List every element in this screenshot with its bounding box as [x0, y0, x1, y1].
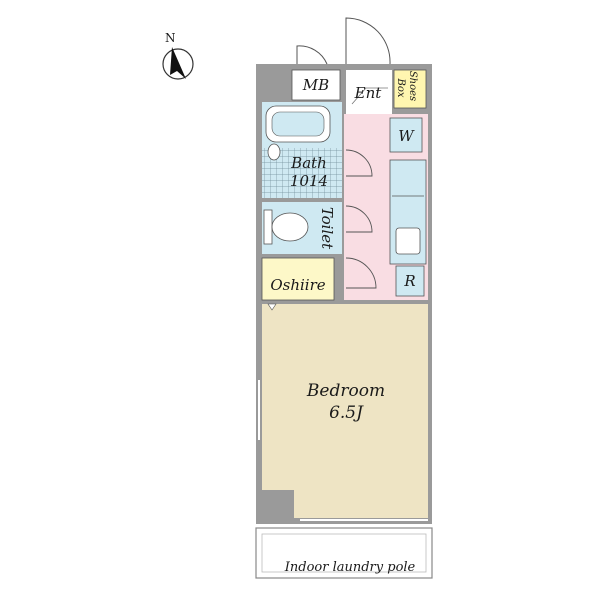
- step-line: [351, 87, 388, 105]
- washer-label: W: [398, 127, 415, 145]
- bedroom-pillar: [262, 490, 294, 518]
- bedroom-label-1: Bedroom: [306, 381, 385, 401]
- bedroom-label-2: 6.5J: [329, 403, 364, 423]
- shoes-label-2: Box: [395, 77, 406, 97]
- north-label: N: [165, 31, 176, 45]
- mb-label: MB: [302, 76, 329, 94]
- entrance-floor: [346, 70, 392, 114]
- compass: N: [162, 31, 194, 80]
- mb-room: [291, 69, 341, 101]
- closet-marker-icon: [267, 303, 277, 311]
- balcony-label: Indoor laundry pole: [284, 560, 416, 575]
- fridge-label: R: [403, 272, 415, 290]
- entrance-label: Ent: [354, 84, 383, 102]
- bedroom-door: [345, 257, 377, 289]
- shoes-label-1: Shoes: [407, 71, 418, 101]
- basin-icon: [267, 143, 281, 161]
- washer-space: [389, 117, 423, 153]
- bedroom: [262, 304, 428, 518]
- north-arrow-icon: [170, 47, 186, 79]
- balcony: [255, 527, 433, 579]
- fridge-space: [395, 265, 425, 297]
- entrance-door: [345, 17, 391, 65]
- toilet-door: [345, 205, 373, 233]
- bath-door: [345, 149, 373, 177]
- oshiire-label: Oshiire: [270, 276, 325, 294]
- interior-doors: [345, 149, 377, 289]
- bath-label-2: 1014: [290, 172, 328, 190]
- toilet-bowl-icon: [271, 212, 309, 242]
- toilet-label: Toilet: [318, 207, 336, 250]
- entry-doors: [296, 17, 391, 65]
- bath-label-1: Bath: [290, 154, 327, 172]
- mb-door: [296, 45, 328, 65]
- oshiire-closet: [261, 257, 335, 301]
- toilet-tank-icon: [263, 209, 273, 245]
- sink-icon: [395, 227, 421, 255]
- shoes-box: [393, 69, 427, 109]
